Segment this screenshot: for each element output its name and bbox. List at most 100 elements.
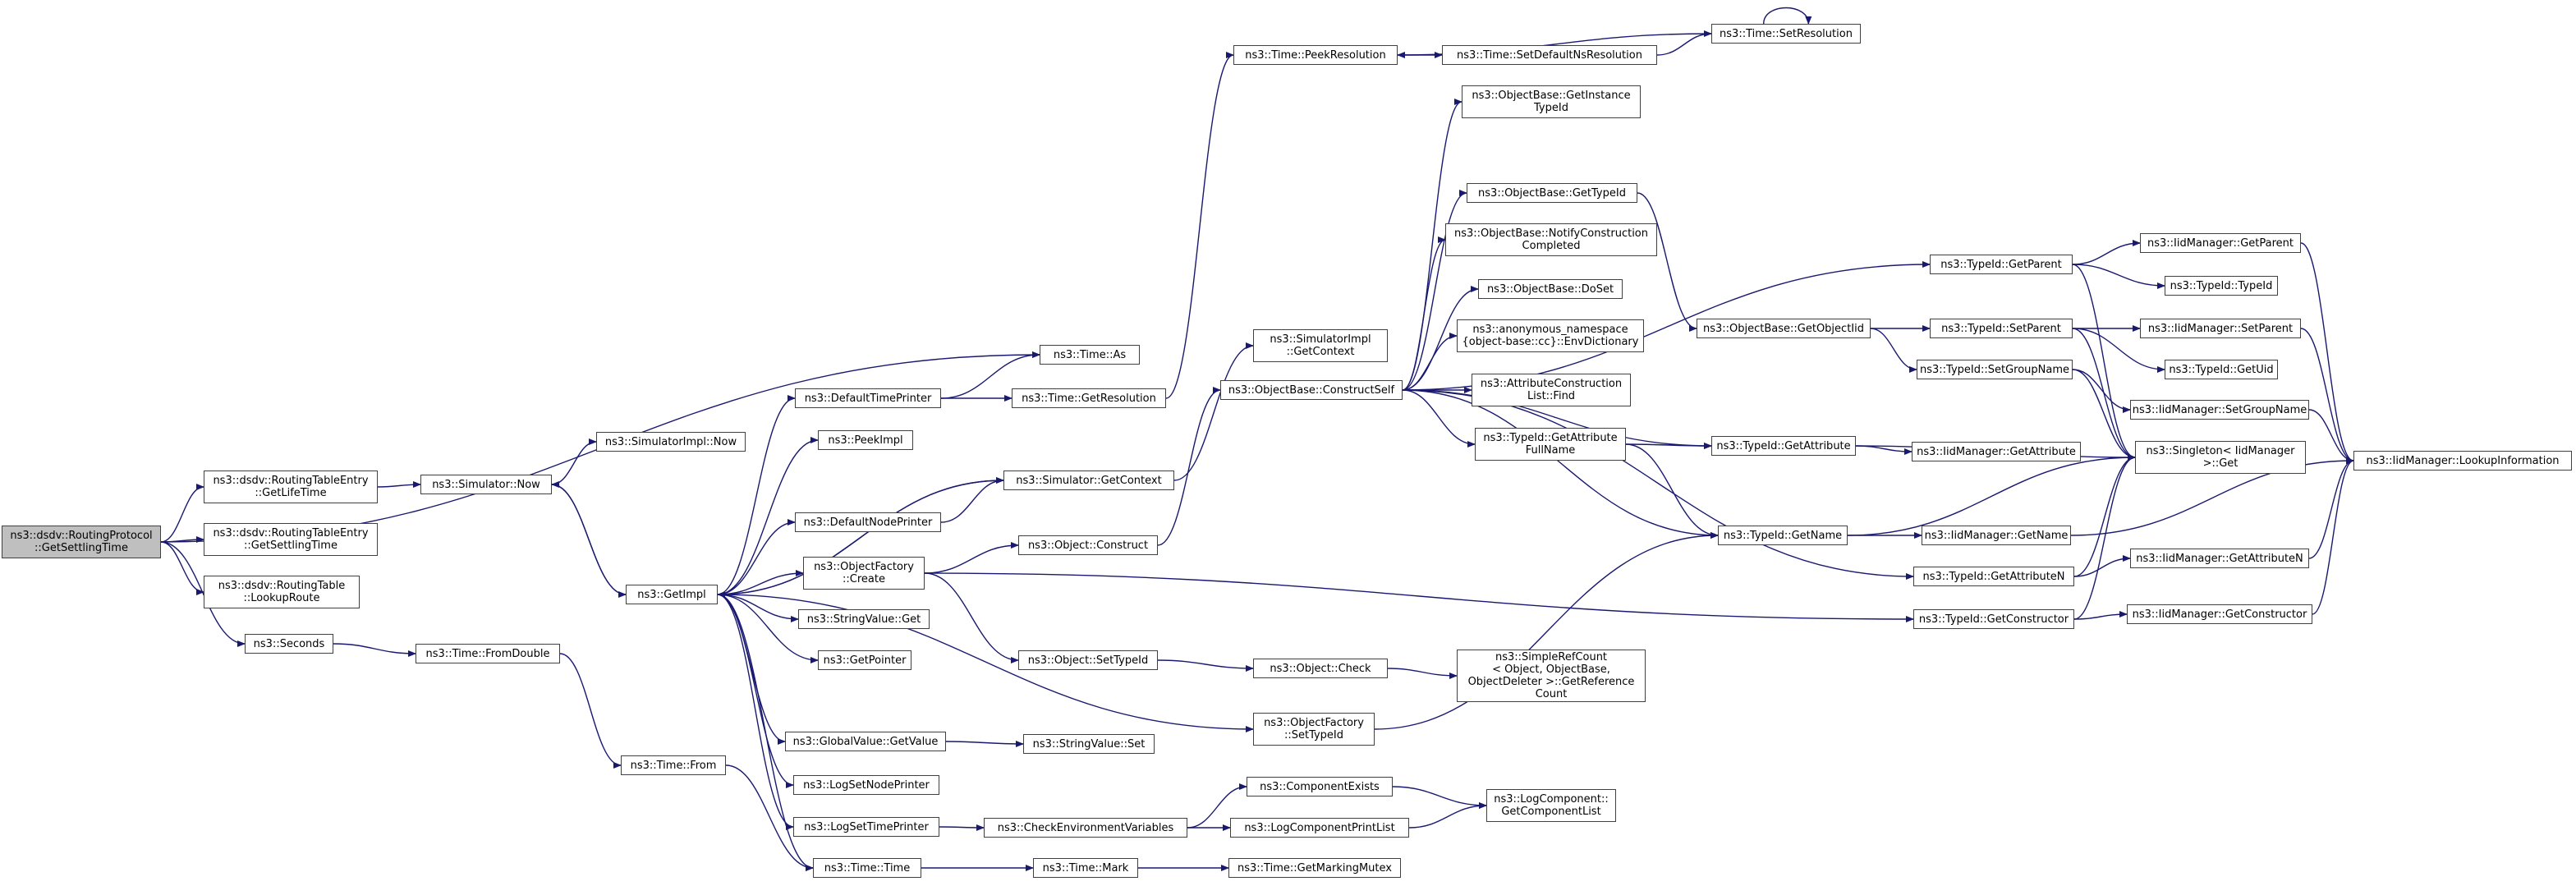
node-defNodePrinter[interactable]: ns3::DefaultNodePrinter: [795, 512, 941, 532]
node-objConstruct[interactable]: ns3::Object::Construct: [1018, 535, 1158, 555]
edge-logSetTime-to-checkEnv: [939, 824, 985, 831]
node-peekImpl[interactable]: ns3::PeekImpl: [818, 430, 913, 450]
node-setDefNsRes[interactable]: ns3::Time::SetDefaultNsResolution: [1442, 45, 1657, 65]
node-label-line: Completed: [1522, 240, 1581, 252]
node-rteSettling[interactable]: ns3::dsdv::RoutingTableEntry::GetSettlin…: [204, 523, 378, 556]
node-globValGet[interactable]: ns3::GlobalValue::GetValue: [785, 732, 946, 751]
node-iidGetAttributeN[interactable]: ns3::IidManager::GetAttributeN: [2130, 549, 2309, 568]
node-label-line: ns3::TypeId::GetAttribute: [1716, 439, 1851, 452]
edge-getImpl-to-globValGet: [717, 594, 786, 745]
edge-simNow-to-simImplNow: [551, 438, 597, 485]
node-label-line: ns3::ObjectBase::NotifyConstruction: [1454, 227, 1648, 240]
node-iidGetConstructor[interactable]: ns3::IidManager::GetConstructor: [2127, 604, 2312, 624]
node-label-line: ns3::Time::GetMarkingMutex: [1237, 861, 1392, 875]
node-label-line: ns3::dsdv::RoutingTableEntry: [213, 475, 369, 487]
node-timeFrom[interactable]: ns3::Time::From: [621, 755, 726, 775]
node-peekRes[interactable]: ns3::Time::PeekResolution: [1233, 45, 1398, 65]
node-logCompGetList[interactable]: ns3::LogComponent::GetComponentList: [1486, 789, 1616, 822]
node-tidGetConstructor[interactable]: ns3::TypeId::GetConstructor: [1913, 609, 2074, 629]
node-tidSetGroupName[interactable]: ns3::TypeId::SetGroupName: [1917, 360, 2073, 379]
node-iidGetParent[interactable]: ns3::IidManager::GetParent: [2140, 233, 2301, 253]
node-objSetTypeId[interactable]: ns3::Object::SetTypeId: [1018, 650, 1158, 670]
node-strValSet[interactable]: ns3::StringValue::Set: [1023, 734, 1155, 754]
edge-checkEnv-to-compExists: [1187, 783, 1247, 829]
node-iidGetName[interactable]: ns3::IidManager::GetName: [1922, 526, 2071, 545]
node-objCheck[interactable]: ns3::Object::Check: [1253, 659, 1388, 678]
node-getResolution[interactable]: ns3::Time::GetResolution: [1012, 388, 1166, 408]
node-objBaseConstructSelf[interactable]: ns3::ObjectBase::ConstructSelf: [1220, 380, 1403, 400]
node-strValGet[interactable]: ns3::StringValue::Get: [798, 609, 930, 629]
node-iidSetParent[interactable]: ns3::IidManager::SetParent: [2140, 319, 2301, 338]
node-label-line: ns3::IidManager::GetParent: [2147, 236, 2294, 250]
node-iidLookupInfo[interactable]: ns3::IidManager::LookupInformation: [2353, 451, 2572, 471]
node-simGetContext[interactable]: ns3::Simulator::GetContext: [1003, 471, 1174, 490]
node-timeTime[interactable]: ns3::Time::Time: [813, 858, 921, 878]
node-tidGetAttributeN[interactable]: ns3::TypeId::GetAttributeN: [1913, 567, 2074, 586]
node-simImplNow[interactable]: ns3::SimulatorImpl::Now: [596, 432, 746, 452]
node-tidTypeId[interactable]: ns3::TypeId::TypeId: [2165, 276, 2278, 296]
edge-iidGetName-to-iidLookupInfo: [2070, 457, 2354, 536]
node-label-line: ObjectDeleter >::GetReference: [1467, 676, 1635, 688]
node-objFactSetTypeId[interactable]: ns3::ObjectFactory::SetTypeId: [1253, 713, 1375, 746]
edge-iidGetAttributeN-to-iidLookupInfo: [2308, 457, 2354, 559]
node-tidGetName[interactable]: ns3::TypeId::GetName: [1718, 526, 1848, 545]
edge-iidGetParent-to-iidLookupInfo: [2300, 242, 2354, 464]
edge-setDefNsRes-to-setRes: [1656, 30, 1712, 56]
node-asTime[interactable]: ns3::Time::As: [1040, 345, 1140, 365]
node-label-line: ns3::GlobalValue::GetValue: [792, 735, 939, 748]
node-rteLifeTime[interactable]: ns3::dsdv::RoutingTableEntry::GetLifeTim…: [204, 471, 378, 503]
node-defTimePrinter[interactable]: ns3::DefaultTimePrinter: [795, 388, 941, 408]
edge-objBaseConstructSelf-to-obGetTypeId: [1402, 190, 1467, 391]
node-label-line: ns3::LogComponentPrintList: [1244, 821, 1395, 834]
edge-globValGet-to-strValSet: [945, 740, 1024, 747]
node-getImpl[interactable]: ns3::GetImpl: [626, 585, 718, 604]
node-label-line: ::GetLifeTime: [255, 487, 327, 499]
node-logCompPrintList[interactable]: ns3::LogComponentPrintList: [1230, 818, 1409, 838]
node-getPointer[interactable]: ns3::GetPointer: [818, 650, 911, 670]
node-fromDouble[interactable]: ns3::Time::FromDouble: [416, 644, 560, 663]
edge-tidGetParent-to-singletonGet: [2072, 264, 2136, 461]
node-rtLookup[interactable]: ns3::dsdv::RoutingTable::LookupRoute: [204, 576, 360, 608]
node-label-line: ns3::TypeId::TypeId: [2170, 279, 2273, 292]
node-label-line: ns3::ComponentExists: [1260, 780, 1380, 793]
node-label-line: ns3::ObjectBase::GetTypeId: [1478, 186, 1626, 200]
node-label-line: ns3::Object::Check: [1270, 662, 1371, 675]
node-iidSetGroupName[interactable]: ns3::IidManager::SetGroupName: [2130, 400, 2309, 420]
node-label-line: ns3::Time::SetResolution: [1720, 27, 1853, 40]
edge-getImpl-to-logSetTime: [717, 594, 794, 830]
edge-tidGetAttrFull-to-tidGetName: [1625, 443, 1719, 539]
node-tidGetParent[interactable]: ns3::TypeId::GetParent: [1930, 255, 2073, 274]
edge-simGetContext-to-getImpl: [717, 480, 1004, 598]
node-logSetNode[interactable]: ns3::LogSetNodePrinter: [793, 775, 939, 795]
node-tidSetParent[interactable]: ns3::TypeId::SetParent: [1930, 319, 2073, 338]
node-tidGetUid[interactable]: ns3::TypeId::GetUid: [2165, 360, 2278, 379]
node-timeMark[interactable]: ns3::Time::Mark: [1033, 858, 1138, 878]
edge-getImpl-to-objFactSetTypeId: [717, 594, 1254, 732]
node-label-line: ns3::StringValue::Get: [806, 613, 921, 626]
node-obGetTypeId[interactable]: ns3::ObjectBase::GetTypeId: [1467, 183, 1637, 203]
node-iidGetAttribute[interactable]: ns3::IidManager::GetAttribute: [1912, 442, 2081, 461]
node-anonEnvDict[interactable]: ns3::anonymous_namespace{object-base::cc…: [1457, 319, 1644, 352]
node-setRes[interactable]: ns3::Time::SetResolution: [1711, 24, 1861, 44]
node-objFactCreate[interactable]: ns3::ObjectFactory::Create: [803, 557, 925, 590]
edge-iidGetConstructor-to-iidLookupInfo: [2312, 457, 2354, 615]
node-root[interactable]: ns3::dsdv::RoutingProtocol::GetSettlingT…: [2, 526, 161, 558]
node-compExists[interactable]: ns3::ComponentExists: [1247, 777, 1393, 796]
node-seconds[interactable]: ns3::Seconds: [245, 634, 333, 654]
node-simNow[interactable]: ns3::Simulator::Now: [420, 475, 552, 494]
node-simpleRefCount[interactable]: ns3::SimpleRefCount< Object, ObjectBase,…: [1457, 650, 1646, 702]
node-simImplGetCtx[interactable]: ns3::SimulatorImpl::GetContext: [1253, 329, 1388, 362]
node-getMarkingMutex[interactable]: ns3::Time::GetMarkingMutex: [1228, 858, 1401, 878]
node-logSetTime[interactable]: ns3::LogSetTimePrinter: [793, 817, 939, 837]
node-singletonGet[interactable]: ns3::Singleton< IidManager>::Get: [2135, 441, 2306, 474]
node-label-line: ::LookupRoute: [243, 592, 320, 604]
node-checkEnv[interactable]: ns3::CheckEnvironmentVariables: [984, 818, 1187, 838]
node-obGetObjectIid[interactable]: ns3::ObjectBase::GetObjectIid: [1697, 319, 1871, 338]
node-tidGetAttribute[interactable]: ns3::TypeId::GetAttribute: [1711, 436, 1856, 456]
edge-tidSetGroupName-to-iidSetGroupName: [2072, 369, 2131, 413]
node-obDoSet[interactable]: ns3::ObjectBase::DoSet: [1478, 279, 1623, 299]
